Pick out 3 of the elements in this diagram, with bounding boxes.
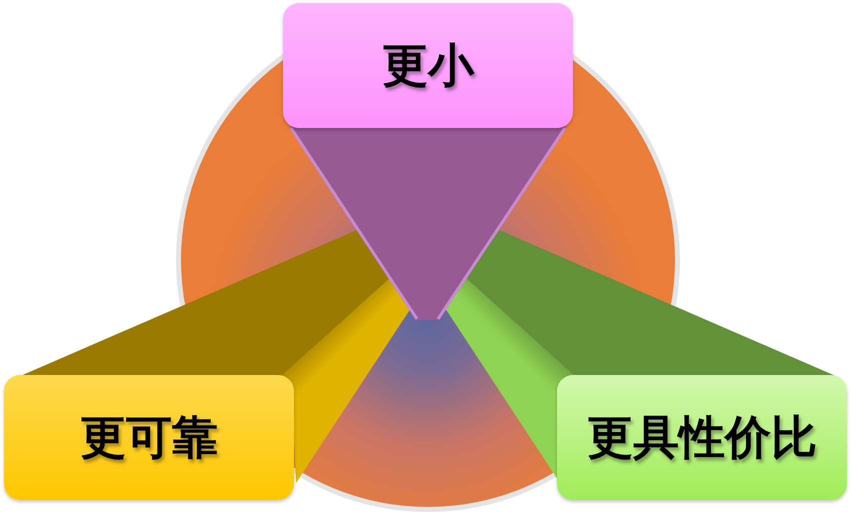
rounded-box: 更小 [283,3,573,128]
rounded-box: 更具性价比 [557,375,847,500]
rounded-box: 更可靠 [4,375,294,500]
